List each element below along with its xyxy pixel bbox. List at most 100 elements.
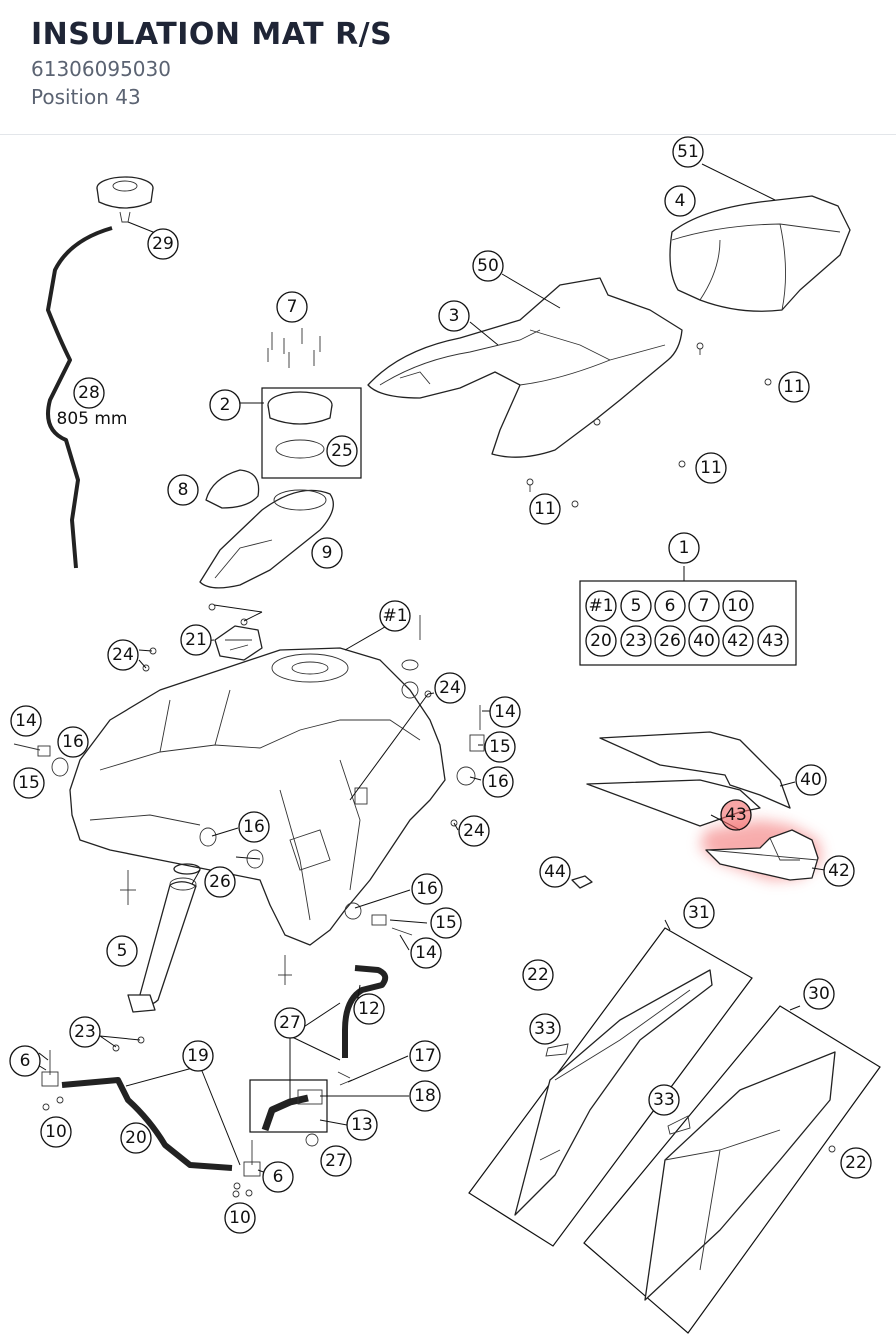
callout-label: 7: [699, 596, 710, 616]
side-cover-30[interactable]: [583, 1005, 881, 1334]
callout-label: 20: [125, 1128, 147, 1148]
callout-10[interactable]: 10: [40, 1116, 72, 1148]
callout-3[interactable]: 3: [438, 300, 470, 332]
callout-19[interactable]: 19: [182, 1040, 214, 1072]
callout-16[interactable]: 16: [57, 726, 89, 758]
callout-hash-1[interactable]: #1: [379, 600, 411, 632]
callout-label: 25: [331, 441, 353, 461]
callout-27[interactable]: 27: [274, 1007, 306, 1039]
callout-42[interactable]: 42: [722, 625, 754, 657]
callout-15[interactable]: 15: [430, 907, 462, 939]
callout-label: 19: [187, 1046, 209, 1066]
callout-hash-1[interactable]: #1: [585, 590, 617, 622]
callout-51[interactable]: 51: [672, 136, 704, 168]
callout-11[interactable]: 11: [778, 371, 810, 403]
callout-33[interactable]: 33: [648, 1084, 680, 1116]
callout-31[interactable]: 31: [683, 897, 715, 929]
callout-40[interactable]: 40: [795, 764, 827, 796]
callout-22[interactable]: 22: [840, 1147, 872, 1179]
callout-24[interactable]: 24: [434, 672, 466, 704]
callout-29[interactable]: 29: [147, 228, 179, 260]
callout-6[interactable]: 6: [654, 590, 686, 622]
callout-7[interactable]: 7: [276, 291, 308, 323]
callout-44[interactable]: 44: [539, 856, 571, 888]
callout-8[interactable]: 8: [167, 474, 199, 506]
callout-7[interactable]: 7: [688, 590, 720, 622]
callout-20[interactable]: 20: [585, 625, 617, 657]
callout-label: 13: [351, 1115, 373, 1135]
callout-50[interactable]: 50: [472, 250, 504, 282]
callout-17[interactable]: 17: [409, 1040, 441, 1072]
callout-label: 43: [762, 631, 784, 651]
callout-14[interactable]: 14: [410, 937, 442, 969]
callout-24[interactable]: 24: [458, 815, 490, 847]
callout-2[interactable]: 2: [209, 389, 241, 421]
callout-label: 33: [653, 1090, 675, 1110]
callout-15[interactable]: 15: [484, 731, 516, 763]
valves: [41, 1036, 261, 1198]
callout-24[interactable]: 24: [107, 639, 139, 671]
callout-label: 14: [494, 702, 516, 722]
callout-15[interactable]: 15: [13, 767, 45, 799]
callout-label: 7: [287, 297, 298, 317]
callout-11[interactable]: 11: [695, 452, 727, 484]
callout-26[interactable]: 26: [204, 866, 236, 898]
callout-9[interactable]: 9: [311, 537, 343, 569]
callout-label: 6: [665, 596, 676, 616]
callout-26[interactable]: 26: [654, 625, 686, 657]
side-panel-40[interactable]: [586, 731, 791, 827]
callout-25[interactable]: 25: [326, 435, 358, 467]
callout-14[interactable]: 14: [489, 696, 521, 728]
callout-1[interactable]: 1: [668, 532, 700, 564]
callout-16[interactable]: 16: [238, 811, 270, 843]
rider-seat[interactable]: [367, 277, 683, 458]
callout-16[interactable]: 16: [411, 873, 443, 905]
fuel-tank[interactable]: [69, 647, 446, 946]
filler-surround[interactable]: [199, 469, 334, 589]
callout-33[interactable]: 33: [529, 1013, 561, 1045]
callout-12[interactable]: 12: [353, 993, 385, 1025]
callout-label: 24: [463, 821, 485, 841]
callout-14[interactable]: 14: [10, 705, 42, 737]
callout-10[interactable]: 10: [722, 590, 754, 622]
callout-40[interactable]: 40: [688, 625, 720, 657]
callout-43[interactable]: 43: [757, 625, 789, 657]
callout-6[interactable]: 6: [9, 1045, 41, 1077]
callout-11[interactable]: 11: [529, 493, 561, 525]
mat-42[interactable]: [707, 849, 819, 861]
callout-23[interactable]: 23: [69, 1016, 101, 1048]
fuel-pump[interactable]: [214, 625, 263, 661]
callout-18[interactable]: 18: [409, 1080, 441, 1112]
callout-27[interactable]: 27: [320, 1145, 352, 1177]
hoses[interactable]: [61, 965, 389, 1171]
callout-5[interactable]: 5: [106, 935, 138, 967]
callout-4[interactable]: 4: [664, 185, 696, 217]
clip-44[interactable]: [571, 875, 593, 889]
callout-label: 8: [178, 480, 189, 500]
callout-22[interactable]: 22: [522, 959, 554, 991]
callout-43[interactable]: 43: [720, 799, 752, 831]
callout-42[interactable]: 42: [823, 855, 855, 887]
callout-23[interactable]: 23: [620, 625, 652, 657]
filler-tube[interactable]: [127, 863, 201, 1013]
callout-28[interactable]: 28: [73, 377, 105, 409]
callout-21[interactable]: 21: [180, 624, 212, 656]
filler-cap-assembly[interactable]: [261, 328, 362, 479]
callout-16[interactable]: 16: [482, 766, 514, 798]
fuel-cap-hose[interactable]: [46, 176, 154, 569]
pillion-seat[interactable]: [669, 195, 851, 312]
part-number: 61306095030: [31, 57, 171, 81]
callout-label: 16: [62, 732, 84, 752]
callout-label: 16: [243, 817, 265, 837]
callout-5[interactable]: 5: [620, 590, 652, 622]
callout-label: #1: [588, 596, 613, 616]
callout-6[interactable]: 6: [262, 1161, 294, 1193]
callout-20[interactable]: 20: [120, 1122, 152, 1154]
side-cover-31[interactable]: [468, 927, 753, 1247]
callout-30[interactable]: 30: [803, 978, 835, 1010]
callout-13[interactable]: 13: [346, 1109, 378, 1141]
callout-label: 14: [15, 711, 37, 731]
callout-label: 31: [688, 903, 710, 923]
callout-10[interactable]: 10: [224, 1202, 256, 1234]
